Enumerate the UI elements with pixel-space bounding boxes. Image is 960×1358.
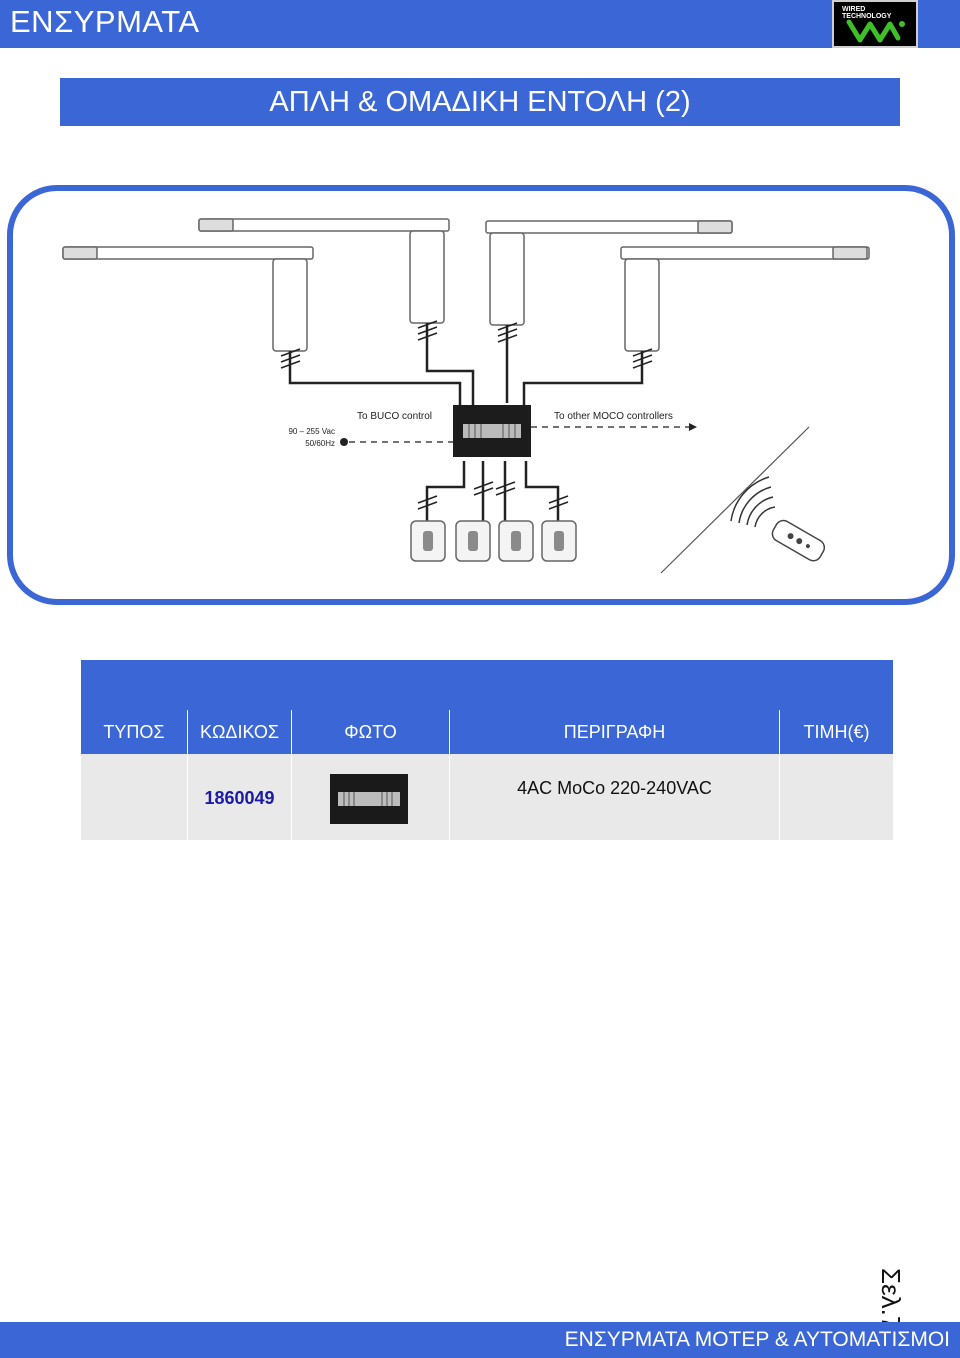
subtitle-bar: ΑΠΛΗ & ΟΜΑΔΙΚΗ ΕΝΤΟΛΗ (2)	[60, 78, 900, 126]
table-row: 1860049 4AC MoCo 220-240VAC	[81, 754, 893, 840]
product-photo	[330, 774, 408, 824]
divider-line	[660, 426, 810, 574]
header-code: ΚΩΔΙΚΟΣ	[188, 710, 292, 754]
cell-photo	[292, 754, 450, 840]
moco-label: To other MOCO controllers	[554, 411, 673, 422]
logo-w-icon	[846, 19, 905, 43]
footer-bar: ΕΝΣΥΡΜΑΤΑ ΜΟΤΕΡ & ΑΥΤΟΜΑΤΙΣΜΟΙ	[0, 1322, 960, 1358]
table-header: ΤΥΠΟΣ ΚΩΔΙΚΟΣ ΦΩΤΟ ΠΕΡΙΓΡΑΦΗ ΤΙΜΗ(€)	[81, 710, 893, 754]
wiring-diagram-frame: 90 – 255 Vac 50/60Hz To BUCO control To …	[7, 185, 955, 605]
arm-end-cap	[62, 246, 98, 260]
section-subtitle: ΑΠΛΗ & ΟΜΑΔΙΚΗ ΕΝΤΟΛΗ (2)	[269, 86, 691, 118]
controller-image	[338, 792, 400, 806]
actuator-arm	[198, 218, 450, 232]
motor-body	[624, 258, 660, 352]
arm-end-cap	[832, 246, 868, 260]
motor-body	[489, 232, 525, 326]
actuator-arm	[485, 220, 733, 234]
product-description: 4AC MoCo 220-240VAC	[517, 778, 712, 798]
wiring-diagram: 90 – 255 Vac 50/60Hz To BUCO control To …	[62, 218, 870, 574]
power-input-dot	[340, 438, 348, 446]
company-logo: WIRED TECHNOLOGY	[832, 0, 918, 48]
buco-label: To BUCO control	[357, 411, 432, 422]
arm-end-cap	[198, 218, 234, 232]
logo-text: WIRED TECHNOLOGY	[842, 6, 892, 20]
header-description: ΠΕΡΙΓΡΑΦΗ	[450, 710, 780, 754]
header-photo: ΦΩΤΟ	[292, 710, 450, 754]
header-price: ΤΙΜΗ(€)	[803, 721, 870, 742]
product-code: 1860049	[204, 788, 275, 808]
cell-type	[81, 754, 188, 840]
actuator-arm	[62, 246, 314, 260]
header-type: ΤΥΠΟΣ	[81, 710, 188, 754]
motor-body	[409, 230, 445, 324]
arm-end-cap	[697, 220, 733, 234]
supply-voltage-label: 90 – 255 Vac	[288, 427, 335, 436]
actuator-arm	[620, 246, 870, 260]
cell-price	[780, 754, 893, 840]
page-title: ΕΝΣΥΡΜΑΤΑ	[10, 4, 200, 39]
table-top-bar	[81, 660, 893, 710]
motor-body	[272, 258, 308, 352]
supply-frequency-label: 50/60Hz	[305, 439, 335, 448]
footer-text: ΕΝΣΥΡΜΑΤΑ ΜΟΤΕΡ & ΑΥΤΟΜΑΤΙΣΜΟΙ	[564, 1328, 950, 1351]
cell-code: 1860049	[188, 754, 292, 840]
top-bar: ΕΝΣΥΡΜΑΤΑ WIRED TECHNOLOGY	[0, 0, 960, 48]
cell-description: 4AC MoCo 220-240VAC	[450, 754, 780, 840]
remote-control-icon	[771, 519, 826, 562]
